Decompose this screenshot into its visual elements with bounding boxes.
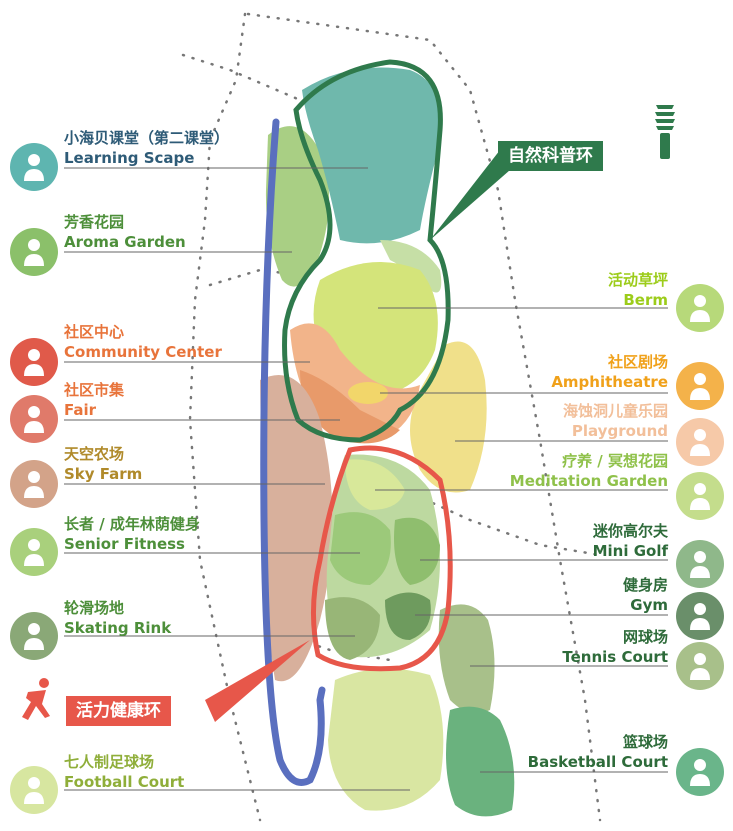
wheat-hand-icon xyxy=(10,460,58,508)
weightlifter-icon xyxy=(10,528,58,576)
skater-icon xyxy=(10,612,58,660)
golfer-icon xyxy=(676,540,724,588)
label-medit-en: Meditation Garden xyxy=(509,472,668,490)
speech-bubble-icon xyxy=(676,284,724,332)
label-tennis-en: Tennis Court xyxy=(562,648,668,666)
senior-zone xyxy=(330,512,391,585)
label-amph-en: Amphitheatre xyxy=(551,373,668,391)
label-aroma-en: Aroma Garden xyxy=(64,233,186,251)
dots-c xyxy=(413,493,602,557)
label-senior: 长者 / 成年林荫健身 Senior Fitness xyxy=(64,514,200,554)
label-fair-zh: 社区市集 xyxy=(64,381,125,399)
flexed-arm-icon xyxy=(676,592,724,640)
tennis-zone xyxy=(438,604,495,714)
boundary-dots-right xyxy=(246,12,602,822)
label-basket-en: Basketball Court xyxy=(527,753,668,771)
nature-loop xyxy=(282,59,451,443)
label-fair-en: Fair xyxy=(64,401,97,419)
nature-tag-pointer xyxy=(430,150,510,240)
vitality-loop xyxy=(311,445,453,672)
label-football: 七人制足球场 Football Court xyxy=(64,752,184,792)
label-senior-zh: 长者 / 成年林荫健身 xyxy=(64,515,200,533)
label-learning-zh: 小海贝课堂（第二课堂） xyxy=(64,129,230,147)
label-skating: 轮滑场地 Skating Rink xyxy=(64,598,171,638)
label-tennis-zh: 网球场 xyxy=(622,628,668,646)
label-community-zh: 社区中心 xyxy=(64,323,125,341)
label-play: 海蚀洞儿童乐园 Playground xyxy=(563,401,668,441)
playground-zone xyxy=(348,382,388,404)
label-tennis: 网球场 Tennis Court xyxy=(562,627,668,667)
label-skating-en: Skating Rink xyxy=(64,619,172,637)
meditation-icon xyxy=(676,472,724,520)
label-skyfarm-en: Sky Farm xyxy=(64,465,143,483)
learning-zone xyxy=(302,67,441,244)
label-aroma: 芳香花园 Aroma Garden xyxy=(64,212,186,252)
vitality-loop-tag: 活力健康环 xyxy=(66,696,171,726)
label-basket: 篮球场 Basketball Court xyxy=(528,732,668,772)
meditation-zone xyxy=(345,459,405,510)
football-zone xyxy=(328,668,444,811)
label-medit: 疗养 / 冥想花园 Meditation Garden xyxy=(510,451,668,491)
runner-icon xyxy=(16,676,58,724)
theatre-screen-icon xyxy=(676,362,724,410)
label-learning: 小海贝课堂（第二课堂） Learning Scape xyxy=(64,128,229,168)
label-skyfarm-zh: 天空农场 xyxy=(64,445,125,463)
butterfly-hand-icon xyxy=(10,228,58,276)
minigolf-zone xyxy=(394,517,440,585)
head-heart-icon xyxy=(10,143,58,191)
label-basket-zh: 篮球场 xyxy=(622,733,668,751)
label-skyfarm: 天空农场 Sky Farm xyxy=(64,444,142,484)
label-gym: 健身房 Gym xyxy=(623,575,668,615)
label-golf-en: Mini Golf xyxy=(592,542,668,560)
skating-zone xyxy=(325,597,380,660)
gym-zone xyxy=(385,592,431,640)
label-community-en: Community Center xyxy=(64,343,222,361)
label-berm-zh: 活动草坪 xyxy=(607,271,668,289)
label-football-zh: 七人制足球场 xyxy=(64,753,155,771)
football-field-icon xyxy=(10,766,58,814)
label-football-en: Football Court xyxy=(64,773,185,791)
leader-lines xyxy=(64,167,668,791)
basketball-zone xyxy=(446,706,515,817)
lightbulb-icon xyxy=(650,103,680,165)
blue-path xyxy=(260,118,326,786)
label-community: 社区中心 Community Center xyxy=(64,322,222,362)
label-amph: 社区剧场 Amphitheatre xyxy=(551,352,668,392)
market-stall-icon xyxy=(10,395,58,443)
label-amph-zh: 社区剧场 xyxy=(607,353,668,371)
label-learning-en: Learning Scape xyxy=(64,149,195,167)
label-fair: 社区市集 Fair xyxy=(64,380,124,420)
label-golf: 迷你高尔夫 Mini Golf xyxy=(593,521,668,561)
label-gym-zh: 健身房 xyxy=(622,576,668,594)
dots-a xyxy=(181,53,302,102)
vitality-tag-pointer xyxy=(205,640,310,722)
label-aroma-zh: 芳香花园 xyxy=(64,213,125,231)
label-play-zh: 海蚀洞儿童乐园 xyxy=(562,402,668,420)
label-medit-zh: 疗养 / 冥想花园 xyxy=(562,452,668,470)
heartbeat-icon xyxy=(10,338,58,386)
fair-zone xyxy=(300,370,400,444)
label-skating-zh: 轮滑场地 xyxy=(64,599,125,617)
label-gym-en: Gym xyxy=(630,596,668,614)
label-senior-en: Senior Fitness xyxy=(64,535,185,553)
label-play-en: Playground xyxy=(571,422,668,440)
nature-loop-tag: 自然科普环 xyxy=(498,141,603,171)
label-golf-zh: 迷你高尔夫 xyxy=(592,522,668,540)
label-berm-en: Berm xyxy=(623,291,668,309)
child-ball-icon xyxy=(676,418,724,466)
label-berm: 活动草坪 Berm xyxy=(608,270,668,310)
basketball-icon xyxy=(676,748,724,796)
tennis-racket-icon xyxy=(676,642,724,690)
